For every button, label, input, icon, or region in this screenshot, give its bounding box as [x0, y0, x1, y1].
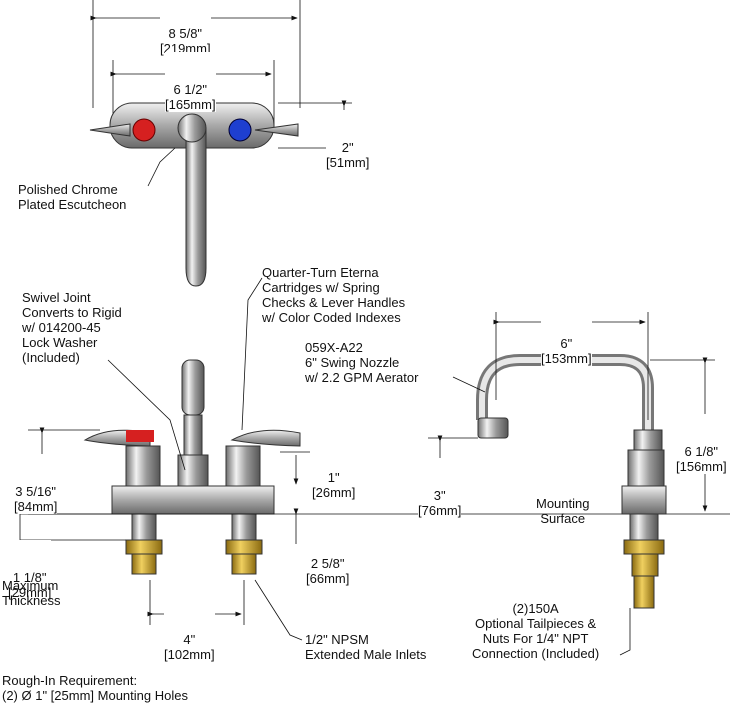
spout-top — [185, 127, 207, 287]
label-rough-in: Rough-In Requirement: (2) Ø 1" [25mm] Mo… — [2, 673, 188, 703]
dim-nozzle-reach: 6"[153mm] — [541, 306, 592, 366]
label-cartridges: Quarter-Turn Eterna Cartridges w/ Spring… — [262, 265, 406, 325]
hot-index — [132, 118, 156, 142]
dim-top-overall: 8 5/8"[219mm] — [160, 0, 211, 56]
dim-top-centers: 6 1/2"[165mm] — [165, 52, 216, 112]
label-swivel: Swivel Joint Converts to Rigid w/ 014200… — [22, 290, 122, 365]
label-max-thickness: Maximum Thickness — [2, 578, 61, 608]
front-view — [19, 277, 310, 641]
dim-thickness: 1 1/8"[29mm] — [8, 540, 52, 600]
dim-handle-height: 3 5/16"[84mm] — [14, 454, 58, 514]
label-nozzle: 059X-A22 6" Swing Nozzle w/ 2.2 GPM Aera… — [305, 340, 419, 385]
label-tailpieces: (2)150A Optional Tailpieces & Nuts For 1… — [472, 601, 600, 661]
side-view — [428, 312, 715, 656]
dim-spout-height: 6 1/8"[156mm] — [676, 414, 727, 474]
dim-inlet-height: 1"[26mm] — [312, 440, 356, 500]
dim-inlet-centers: 4"[102mm] — [164, 602, 215, 662]
label-mounting-surface: Mounting Surface — [536, 496, 590, 526]
cold-index — [228, 118, 252, 142]
top-view — [89, 0, 352, 287]
dim-spout-clearance: 3"[76mm] — [418, 458, 462, 518]
dim-escutcheon-height: 2"[51mm] — [326, 110, 370, 170]
label-inlets: 1/2" NPSM Extended Male Inlets — [305, 632, 427, 662]
label-escutcheon: Polished Chrome Plated Escutcheon — [18, 182, 127, 212]
dim-below-surface: 2 5/8"[66mm] — [306, 526, 350, 586]
